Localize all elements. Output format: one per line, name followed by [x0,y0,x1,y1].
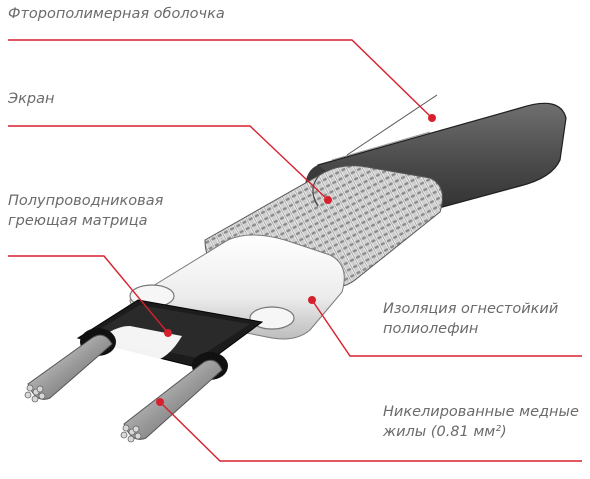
leader-matrix [8,255,169,334]
leader-screen [8,125,329,201]
label-screen: Экран [8,89,54,109]
label-conductors: Никелированные медные жилы (0.81 мм²) [383,402,579,442]
leader-jacket [8,39,433,119]
label-line: Изоляция огнестойкий [383,301,559,317]
label-line: Экран [8,91,55,107]
copper-conductors [24,334,223,443]
label-fluoropolymer-jacket: Фторополимерная оболочка [8,4,225,24]
leader-insulation [311,299,582,357]
label-heating-matrix: Полупроводниковая греющая матрица [8,191,163,231]
leader-conductors [159,401,582,462]
leader-dots [156,114,436,406]
label-insulation: Изоляция огнестойкий полиолефин [383,299,558,339]
label-line: Полупроводниковая [8,193,164,209]
leader-lines [8,39,582,462]
label-line: Никелированные медные [383,404,579,420]
label-line: жилы (0.81 мм²) [383,424,507,440]
label-line: греющая матрица [8,213,148,229]
label-line: полиолефин [383,321,479,337]
label-line: Фторополимерная оболочка [8,6,225,22]
